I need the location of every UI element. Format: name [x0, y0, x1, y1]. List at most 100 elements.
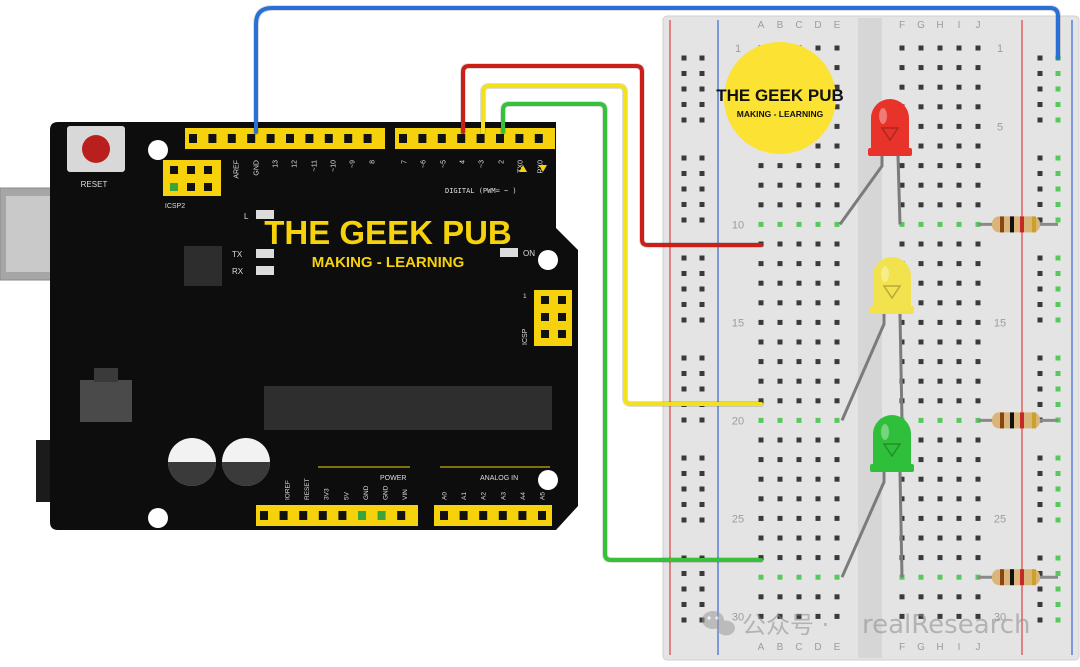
rail-hole — [681, 417, 687, 423]
breadboard-hole — [918, 182, 924, 188]
breadboard-hole — [796, 555, 802, 561]
column-label: E — [834, 20, 841, 31]
breadboard-hole — [975, 496, 981, 502]
rail-hole — [1037, 386, 1043, 392]
breadboard-hole — [777, 515, 783, 521]
rail-hole — [1037, 102, 1043, 107]
header-pin — [279, 511, 288, 520]
green-wire — [500, 101, 764, 563]
rail-hole — [681, 355, 687, 361]
breadboard-hole — [834, 476, 840, 482]
header-pin — [247, 134, 256, 143]
resistor-band — [1032, 216, 1036, 233]
rx-arrow-icon — [539, 165, 547, 172]
rail-hole — [699, 586, 705, 592]
rail-hole — [1055, 455, 1061, 461]
breadboard-hole — [975, 613, 981, 619]
rail-hole — [1037, 55, 1043, 61]
rail-hole — [699, 171, 705, 176]
breadboard-hole — [937, 84, 943, 90]
reset-button-cap[interactable] — [82, 135, 110, 163]
digital-pin-label: ~5 — [441, 160, 448, 168]
breadboard-hole — [796, 241, 802, 247]
rail-hole — [681, 271, 687, 276]
breadboard-hole — [834, 613, 840, 619]
breadboard-hole — [918, 574, 924, 580]
rail-hole — [1055, 555, 1061, 561]
breadboard-hole — [975, 476, 981, 482]
rail-hole — [1055, 371, 1061, 376]
capacitor-band — [168, 462, 216, 486]
rail-hole — [699, 517, 705, 523]
breadboard-hole — [834, 300, 840, 306]
breadboard-hole — [815, 319, 821, 325]
led-leg — [898, 471, 904, 578]
breadboard-hole — [815, 143, 821, 149]
rail-hole — [1055, 102, 1061, 107]
breadboard-hole — [956, 65, 962, 71]
analog-label: ANALOG IN — [480, 475, 518, 482]
rail-hole — [681, 486, 687, 492]
breadboard-hole — [777, 417, 783, 423]
breadboard-hole — [758, 476, 764, 482]
rail-hole — [1055, 71, 1061, 76]
resistor — [978, 412, 1058, 429]
header-pin — [260, 511, 268, 520]
breadboard-hole — [918, 555, 924, 561]
breadboard-hole — [796, 378, 802, 384]
column-label: F — [899, 20, 905, 31]
rail-hole — [1055, 517, 1061, 523]
header-pin — [189, 134, 197, 143]
breadboard-hole — [834, 202, 840, 208]
breadboard-hole — [956, 457, 962, 463]
breadboard-hole — [796, 280, 802, 286]
breadboard-hole — [834, 241, 840, 247]
rail-hole — [1037, 255, 1043, 261]
column-label: G — [917, 20, 925, 31]
rail-hole — [1055, 486, 1061, 492]
breadboard-hole — [758, 163, 764, 169]
usb-chip — [184, 246, 222, 286]
breadboard-hole — [899, 202, 905, 208]
breadboard-hole — [937, 182, 943, 188]
breadboard-hole — [918, 123, 924, 129]
led-shine — [881, 266, 889, 282]
breadboard-hole — [777, 163, 783, 169]
column-label: I — [958, 642, 961, 653]
digital-label: DIGITAL (PWM= ~ ) — [445, 187, 517, 195]
breadboard-hole — [956, 339, 962, 345]
breadboard-hole — [815, 378, 821, 384]
digital-pin-label: ~9 — [350, 160, 357, 168]
breadboard-hole — [937, 163, 943, 169]
breadboard-hole — [899, 221, 905, 227]
breadboard-hole — [918, 202, 924, 208]
breadboard-hole — [956, 398, 962, 404]
header-pin — [377, 511, 386, 520]
breadboard-hole — [937, 555, 943, 561]
rail-hole — [699, 102, 705, 107]
breadboard-hole — [815, 535, 821, 541]
rail-hole — [1037, 486, 1043, 492]
column-label: J — [976, 642, 981, 653]
breadboard-hole — [918, 241, 924, 247]
column-label: H — [936, 642, 943, 653]
breadboard-hole — [975, 202, 981, 208]
rail-hole — [681, 502, 687, 507]
rail-hole — [681, 371, 687, 376]
analog-header — [434, 505, 552, 526]
row-number: 20 — [732, 415, 744, 427]
breadboard-hole — [834, 319, 840, 325]
rail-hole — [1037, 517, 1043, 523]
rail-hole — [699, 455, 705, 461]
resistor-band — [1000, 412, 1004, 429]
breadboard-hole — [834, 45, 840, 51]
header-pin — [496, 134, 504, 143]
breadboard-hole — [777, 221, 783, 227]
breadboard-hole — [937, 241, 943, 247]
rail-hole — [1037, 602, 1043, 607]
digital-pin-label: ~6 — [421, 160, 428, 168]
breadboard-hole — [758, 319, 764, 325]
